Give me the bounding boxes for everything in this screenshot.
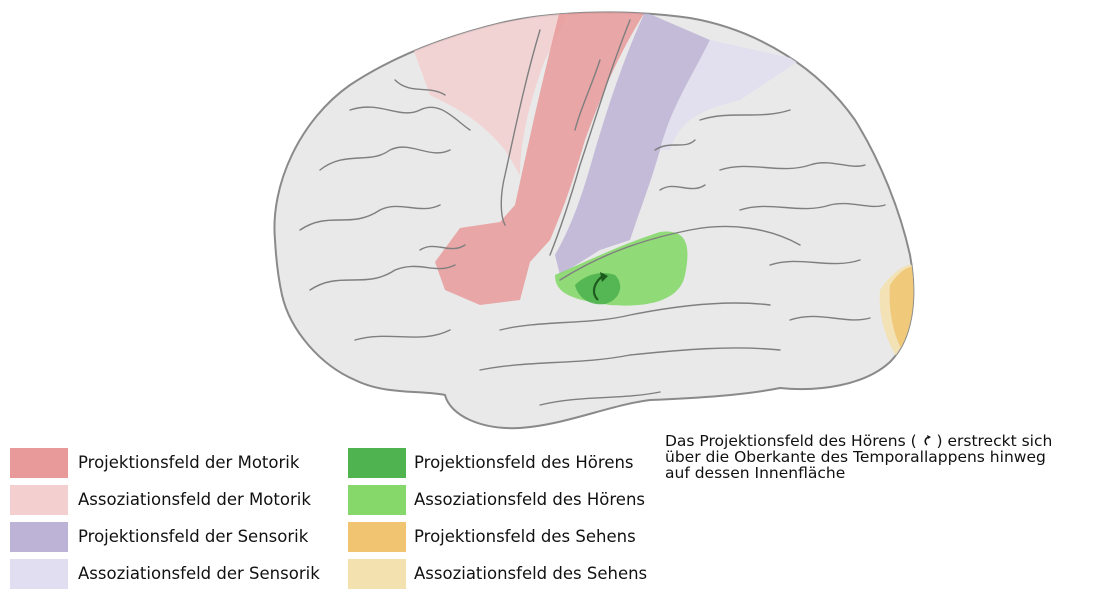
legend-label: Assoziationsfeld der Motorik	[78, 490, 311, 509]
auditory-arrow-icon	[922, 435, 932, 447]
legend-swatch	[10, 485, 68, 515]
legend-swatch	[10, 448, 68, 478]
legend-swatch	[348, 485, 406, 515]
note-line-2: über die Oberkante des Temporallappens h…	[665, 449, 1095, 465]
brain-illustration	[0, 0, 1099, 440]
note-line-1: Das Projektionsfeld des Hörens ( ) erstr…	[665, 433, 1095, 449]
legend-label: Assoziationsfeld des Hörens	[414, 490, 645, 509]
legend-label: Assoziationsfeld des Sehens	[414, 564, 647, 583]
legend-label: Assoziationsfeld der Sensorik	[78, 564, 320, 583]
auditory-note: Das Projektionsfeld des Hörens ( ) erstr…	[665, 433, 1095, 481]
legend-label: Projektionsfeld der Motorik	[78, 453, 299, 472]
legend-label: Projektionsfeld des Hörens	[414, 453, 634, 472]
legend-swatch	[348, 522, 406, 552]
legend-swatch	[348, 448, 406, 478]
legend-swatch	[10, 559, 68, 589]
legend-label: Projektionsfeld des Sehens	[414, 527, 636, 546]
legend-swatch	[10, 522, 68, 552]
legend-swatch	[348, 559, 406, 589]
note-line-3: auf dessen Innenfläche	[665, 465, 1095, 481]
legend-label: Projektionsfeld der Sensorik	[78, 527, 308, 546]
